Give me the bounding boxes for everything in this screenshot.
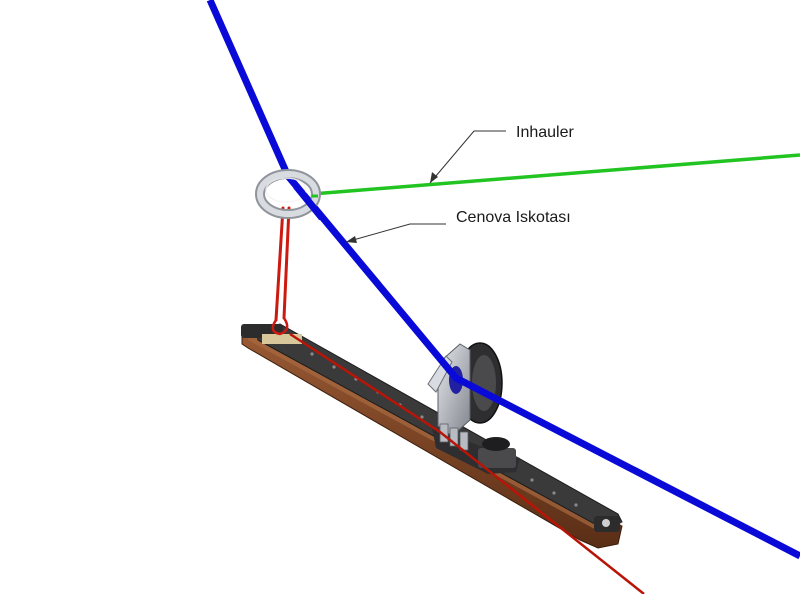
genoa-sheet-label: Cenova Iskotası — [456, 209, 571, 226]
inhauler-callout: Inhauler — [429, 124, 574, 184]
tie-line — [271, 206, 291, 336]
genoa-sheet-callout: Cenova Iskotası — [345, 209, 571, 243]
car-knob — [482, 437, 510, 451]
genoa-sheet-leader — [345, 223, 446, 243]
genoa-sheet-line — [206, 0, 800, 560]
inhauler-leader — [429, 130, 506, 184]
car-slider — [478, 448, 516, 468]
inhauler-line — [311, 153, 800, 196]
sheet-tail — [289, 332, 645, 594]
inhauler-label: Inhauler — [516, 124, 574, 141]
ring-icon — [255, 169, 321, 219]
track-end-stop-left-plate — [262, 334, 302, 344]
